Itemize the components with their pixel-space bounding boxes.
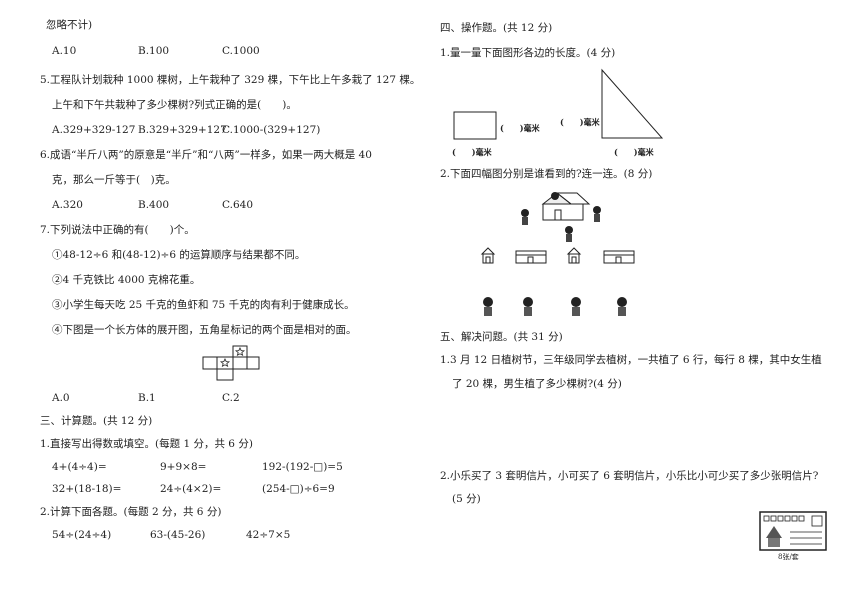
cuboid-net-figure [202, 345, 260, 381]
q7-statement-4: ④下图是一个长方体的展开图，五角星标记的两个面是相对的面。 [52, 324, 357, 336]
child-icon-2 [551, 192, 559, 200]
q6-line1: 6.成语“半斤八两”的原意是“半斤”和“八两”一样多，如果一两大概是 40 [40, 149, 372, 161]
calc-item: 24÷(4×2)= [160, 483, 222, 495]
star-icon-2 [219, 358, 231, 368]
section-3-title: 三、计算题。(共 12 分) [40, 415, 153, 427]
calc-item: 63-(45-26) [150, 529, 206, 541]
house-scene [521, 192, 601, 242]
q5-line1: 5.工程队计划栽种 1000 棵树，上午栽种了 329 棵，下午比上午多栽了 1… [40, 74, 421, 86]
q7-statement-2: ②4 千克铁比 4000 克棉花重。 [52, 274, 201, 286]
q5-line2: 上午和下午共栽种了多少棵树?列式正确的是( )。 [52, 99, 297, 111]
section-3-q1: 1.直接写出得数或填空。(每题 1 分，共 6 分) [40, 438, 253, 450]
section-4-q2: 2.下面四幅图分别是谁看到的?连一连。(8 分) [440, 168, 653, 180]
postcard-caption: 8张/套 [778, 553, 799, 561]
section-4-title: 四、操作题。(共 12 分) [440, 22, 553, 34]
q6-line2: 克，那么一斤等于( )克。 [52, 174, 176, 186]
measure-label-tri-side: ( )毫米 [560, 117, 600, 127]
kid-icon-2 [523, 297, 533, 316]
kid-icon-4 [617, 297, 627, 316]
q7-option-c: C.2 [222, 392, 240, 404]
view-house-icon-1 [480, 247, 496, 264]
postcard-image [759, 511, 827, 551]
q7-statement-3: ③小学生每天吃 25 千克的鱼虾和 75 千克的肉有利于健康成长。 [52, 299, 355, 311]
view-house-icon-4 [603, 250, 635, 264]
section-3-q2: 2.计算下面各题。(每题 2 分，共 6 分) [40, 506, 222, 518]
section-4-q1: 1.量一量下面图形各边的长度。(4 分) [440, 47, 616, 59]
calc-item: 54÷(24÷4) [52, 529, 112, 541]
kids-row [483, 297, 627, 316]
measure-label-rect-side: ( )毫米 [500, 123, 540, 133]
calc-item: 42÷7×5 [246, 529, 291, 541]
calc-item: 9+9×8= [160, 461, 207, 473]
section-5-title: 五、解决问题。(共 31 分) [440, 331, 563, 343]
child-icon [521, 209, 529, 225]
child-icon-3 [593, 206, 601, 222]
calc-item: 192-(192-□)=5 [262, 461, 343, 473]
q5-option-a: A.329+329-127 [52, 124, 136, 136]
view-house-icon-3 [566, 247, 582, 264]
q5-option-c: C.1000-(329+127) [222, 124, 321, 136]
measure-label-rect-bottom: ( )毫米 [452, 147, 492, 157]
q4-option-c: C.1000 [222, 45, 260, 57]
calc-item: (254-□)÷6=9 [262, 483, 335, 495]
q5-option-b: B.329+329+127 [138, 124, 227, 136]
measure-figures [453, 68, 664, 140]
q6-option-a: A.320 [52, 199, 83, 211]
triangle-shape [601, 68, 664, 139]
q4-option-b: B.100 [138, 45, 170, 57]
q7-line: 7.下列说法中正确的有( )个。 [40, 224, 195, 236]
q6-option-c: C.640 [222, 199, 254, 211]
child-icon-4 [565, 226, 573, 242]
q7-statement-1: ①48-12÷6 和(48-12)÷6 的运算顺序与结果都不同。 [52, 249, 306, 261]
measure-label-tri-bottom: ( )毫米 [614, 147, 654, 157]
temple-icon [766, 526, 782, 547]
star-icon [234, 347, 246, 357]
q7-option-b: B.1 [138, 392, 156, 404]
view-pictures [480, 247, 635, 264]
section-5-q1-line2: 了 20 棵，男生植了多少棵树?(4 分) [452, 378, 622, 390]
section-5-q2-line2: (5 分) [452, 493, 481, 505]
view-house-icon-2 [515, 250, 547, 264]
q4-option-a: A.10 [52, 45, 77, 57]
kid-icon-1 [483, 297, 493, 316]
rectangle-shape [453, 111, 497, 140]
q4-continuation: 忽略不计) [46, 19, 93, 31]
calc-item: 32+(18-18)= [52, 483, 122, 495]
q7-option-a: A.0 [52, 392, 70, 404]
section-5-q2-line1: 2.小乐买了 3 套明信片，小可买了 6 套明信片，小乐比小可少买了多少张明信片… [440, 470, 819, 482]
kid-icon-3 [571, 297, 581, 316]
q6-option-b: B.400 [138, 199, 170, 211]
section-5-q1-line1: 1.3 月 12 日植树节，三年级同学去植树，一共植了 6 行，每行 8 棵，其… [440, 354, 822, 366]
calc-item: 4+(4÷4)= [52, 461, 107, 473]
